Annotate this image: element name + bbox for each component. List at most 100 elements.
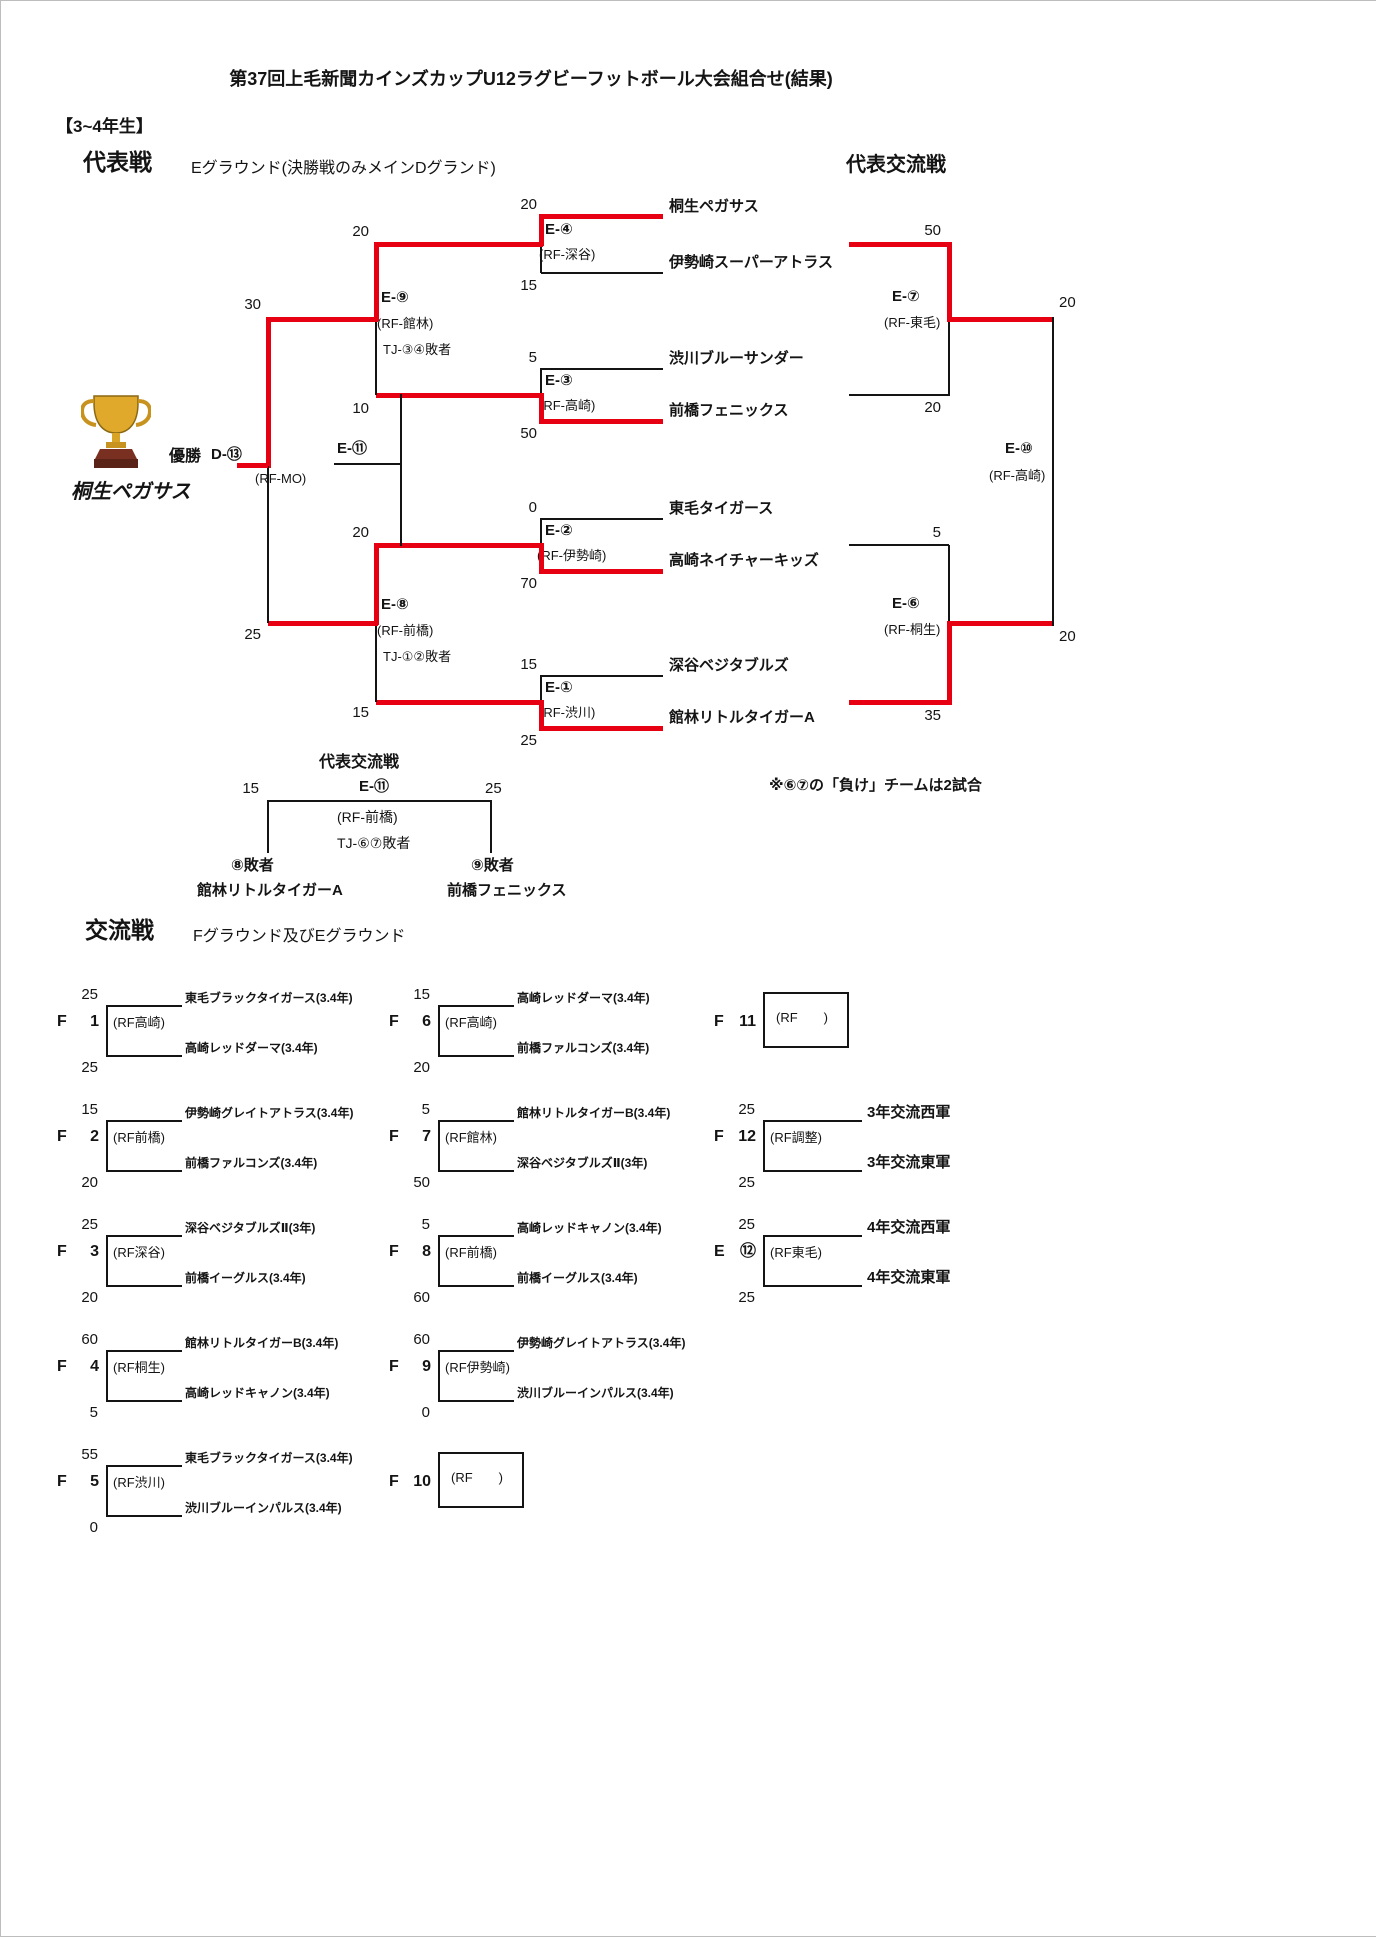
- bracket-line: [267, 800, 269, 853]
- bracket-line: [947, 242, 952, 321]
- match-score: 20: [81, 1289, 98, 1306]
- bracket-line: [438, 1285, 514, 1287]
- note-text: ※⑥⑦の「負け」チームは2試合: [769, 777, 982, 794]
- ground-label: F: [389, 1243, 399, 1260]
- bracket-line: [438, 1235, 514, 1237]
- bracket-line: [374, 543, 379, 625]
- loser-tag: ⑧敗者: [231, 857, 274, 874]
- match-score: 50: [413, 1174, 430, 1191]
- bracket-line: [106, 1170, 182, 1172]
- team-name: 館林リトルタイガーB(3.4年): [185, 1336, 339, 1350]
- ground-label: F: [389, 1013, 399, 1030]
- exchange-match-f1: 25 東毛ブラックタイガース(3.4年) F 1 (RF高崎) 高崎レッドダーマ…: [57, 986, 387, 1080]
- team-name: 東毛ブラックタイガース(3.4年): [185, 991, 353, 1005]
- match-score: 20: [413, 1059, 430, 1076]
- bracket-line: [266, 317, 271, 468]
- loser-referee-note: TJ-③④敗者: [383, 342, 452, 357]
- match-score: 70: [520, 575, 537, 592]
- match-number: 9: [422, 1358, 431, 1375]
- referee-label: (RF-高崎): [989, 468, 1046, 483]
- team-name: 4年交流東軍: [867, 1269, 951, 1286]
- match-number: 3: [90, 1243, 99, 1260]
- referee-label: (RF ): [451, 1470, 503, 1485]
- match-label: E-⑥: [892, 595, 920, 612]
- match-score: 20: [924, 399, 941, 416]
- bracket-line: [849, 242, 949, 247]
- match-score: 0: [421, 1404, 430, 1421]
- bracket-line: [947, 621, 952, 705]
- ground-label: E: [714, 1243, 725, 1260]
- bracket-line: [374, 242, 379, 321]
- team-name: 深谷ベジタブルズⅡ(3年): [517, 1156, 648, 1170]
- bracket-line: [540, 244, 542, 273]
- bracket-line: [106, 1350, 108, 1402]
- team-name: 前橋フェニックス: [669, 402, 789, 419]
- match-score: 60: [81, 1331, 98, 1348]
- match-number: 7: [422, 1128, 431, 1145]
- match-label: E-⑧: [381, 596, 409, 613]
- referee-label: (RF-高崎): [539, 398, 596, 413]
- team-name: 3年交流東軍: [867, 1154, 951, 1171]
- bracket-line: [438, 1235, 440, 1287]
- bracket-line: [106, 1285, 182, 1287]
- match-number: 1: [90, 1013, 99, 1030]
- ground-label: F: [57, 1243, 67, 1260]
- ground-label: F: [57, 1128, 67, 1145]
- match-score: 25: [244, 626, 261, 643]
- referee-label: (RF前橋): [113, 1130, 165, 1145]
- match-score: 0: [89, 1519, 98, 1536]
- bracket-line: [763, 1285, 862, 1287]
- referee-label: (RF-渋川): [539, 705, 596, 720]
- match-score: 25: [738, 1174, 755, 1191]
- bracket-line: [763, 1120, 765, 1172]
- bracket-line: [539, 543, 544, 574]
- bracket-line: [541, 518, 663, 520]
- ground-label: F: [57, 1473, 67, 1490]
- bracket-line: [947, 621, 1053, 626]
- team-name: 館林リトルタイガーB(3.4年): [517, 1106, 671, 1120]
- match-score: 0: [528, 499, 537, 516]
- ground-label: F: [389, 1473, 399, 1490]
- match-score: 20: [81, 1174, 98, 1191]
- tournament-title: 第37回上毛新聞カインズカップU12ラグビーフットボール大会組合せ(結果): [229, 69, 833, 89]
- bracket-line: [763, 1170, 862, 1172]
- bracket-line: [268, 621, 378, 626]
- bracket-line: [438, 1350, 514, 1352]
- ground-label: F: [389, 1128, 399, 1145]
- team-name: 前橋フェニックス: [447, 882, 567, 899]
- team-name: 前橋イーグルス(3.4年): [517, 1271, 638, 1285]
- team-name: 渋川ブルーサンダー: [669, 350, 804, 367]
- match-score: 5: [421, 1216, 430, 1233]
- bracket-line: [376, 393, 543, 398]
- mid-match-label: E-⑪: [337, 440, 368, 457]
- bracket-line: [268, 317, 378, 322]
- grade-label: 【3~4年生】: [56, 117, 153, 136]
- match-number: ⑫: [739, 1243, 756, 1260]
- match-score: 25: [520, 732, 537, 749]
- bracket-line: [763, 1120, 862, 1122]
- trophy-icon: [79, 389, 153, 476]
- ground-label: F: [714, 1128, 724, 1145]
- referee-label: (RF渋川): [113, 1475, 165, 1490]
- bracket-line: [376, 242, 543, 247]
- bracket-line: [438, 1120, 514, 1122]
- referee-label: (RF-桐生): [884, 622, 941, 637]
- bracket-line: [540, 675, 542, 702]
- bracket-line: [541, 419, 663, 424]
- team-name: 館林リトルタイガーA: [197, 882, 343, 899]
- bracket-line: [438, 1350, 440, 1402]
- match-score: 15: [520, 656, 537, 673]
- team-name: 渋川ブルーインパルス(3.4年): [517, 1386, 674, 1400]
- referee-label: (RF-伊勢崎): [537, 548, 607, 563]
- referee-label: (RF-前橋): [337, 809, 398, 825]
- team-name: 伊勢崎グレイトアトラス(3.4年): [517, 1336, 686, 1350]
- match-score: 15: [520, 277, 537, 294]
- bracket-line: [106, 1120, 108, 1172]
- exchange-match-f9: 60 伊勢崎グレイトアトラス(3.4年) F 9 (RF伊勢崎) 渋川ブルーイン…: [389, 1331, 719, 1425]
- referee-label: (RF-MO): [255, 471, 307, 486]
- exchange-match-f12: 25 3年交流西軍 F 12 (RF調整) 3年交流東軍 25: [714, 1101, 1044, 1195]
- bracket-line: [268, 800, 492, 802]
- match-score: 60: [413, 1289, 430, 1306]
- team-name: 高崎レッドダーマ(3.4年): [185, 1041, 318, 1055]
- bracket-line: [438, 1055, 514, 1057]
